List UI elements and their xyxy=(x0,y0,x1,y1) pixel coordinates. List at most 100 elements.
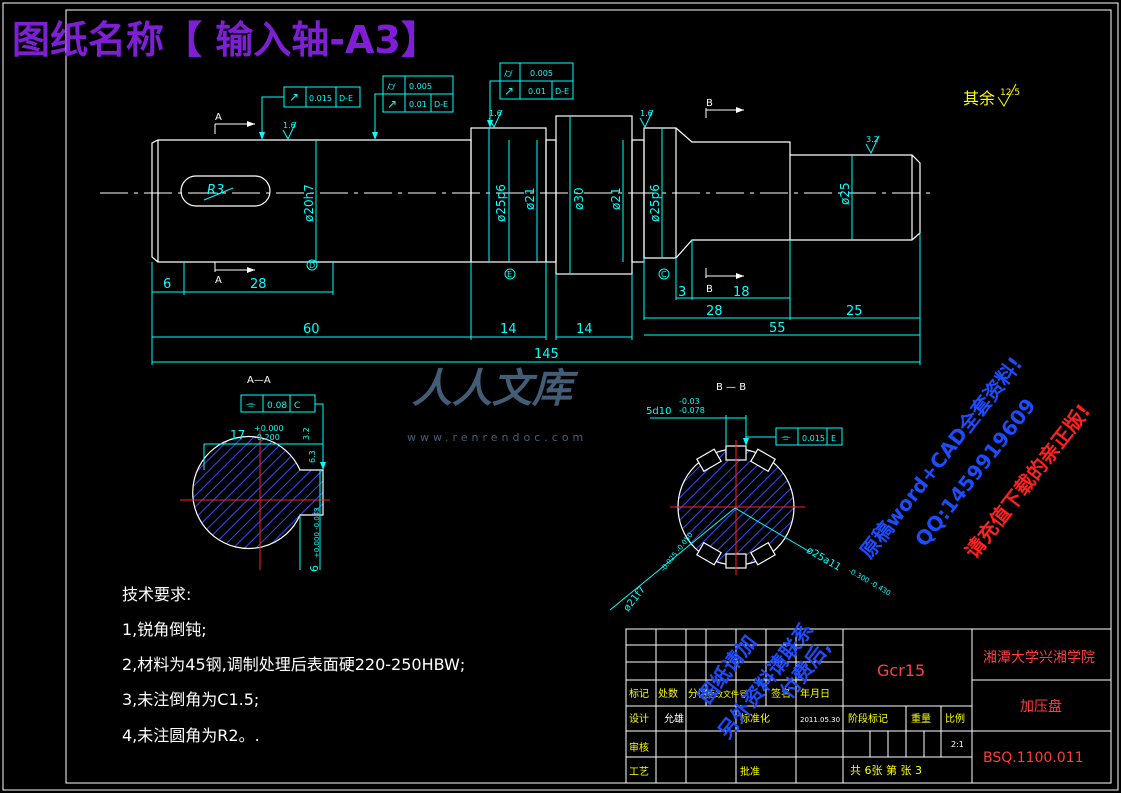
tb-label-count: 处数 xyxy=(658,687,678,700)
dim-d25: ø25 xyxy=(838,182,852,205)
tb-label-sign: 签名 xyxy=(771,687,791,700)
gdt-3-value: 0.01 xyxy=(409,100,427,109)
tb-std-label: 标准化 xyxy=(740,712,770,725)
section-mark-a-bottom: A xyxy=(215,275,222,286)
datum-label-c: C xyxy=(661,270,667,279)
tb-scale-label: 比例 xyxy=(945,712,965,725)
drawing-title: 图纸名称【 输入轴-A3】 xyxy=(12,18,439,62)
dim-28-left: 28 xyxy=(250,277,267,292)
dim-d21-right: ø21 xyxy=(609,187,623,210)
roughness-note-label: 其余 xyxy=(963,89,995,108)
section-mark-b-top: B xyxy=(706,98,713,109)
bb-gdt-symbol: ⌯ xyxy=(781,430,791,444)
tech-item-3: 3,未注倒角为C1.5; xyxy=(122,690,259,709)
section-markers xyxy=(214,107,744,279)
gdt-2-value: 0.005 xyxy=(409,82,432,91)
section-mark-b-bottom: B xyxy=(706,284,713,295)
dim-14-right: 14 xyxy=(576,322,593,337)
aa-dim-6: 6 xyxy=(308,565,321,572)
dim-d30: ø30 xyxy=(572,187,586,210)
datum-markers xyxy=(306,259,670,280)
watermark: 人人文库 www.renrendoc.com xyxy=(407,366,583,444)
tb-label-date: 年月日 xyxy=(800,687,830,700)
diameter-dim-lines xyxy=(315,116,853,274)
gdt-4-value: 0.005 xyxy=(530,69,553,78)
tb-approve-label: 批准 xyxy=(740,765,760,778)
roughness-2: 1.6 xyxy=(489,109,502,118)
datum-label-d: D xyxy=(309,261,315,270)
tech-item-2: 2,材料为45钢,调制处理后表面硬220-250HBW; xyxy=(122,655,465,674)
bb-spline-tol-upper: -0.03 xyxy=(679,397,700,406)
tb-drawing-no: BSQ.1100.011 xyxy=(983,750,1084,766)
tb-review-label: 审核 xyxy=(629,741,649,754)
bb-spline-tol-lower: -0.078 xyxy=(679,406,705,415)
aa-tol-lower: -0.200 xyxy=(254,433,280,442)
bb-spline-dim: 5d10 xyxy=(646,406,671,417)
aa-gdt-symbol: ⌯ xyxy=(246,397,256,411)
tb-material: Gcr15 xyxy=(877,661,925,680)
tb-scale-value: 2:1 xyxy=(951,740,964,749)
title-block-grid xyxy=(625,628,1112,784)
gdt-1-datum: D-E xyxy=(339,94,353,103)
dim-6: 6 xyxy=(163,277,171,292)
gdt-1-symbol: ↗ xyxy=(289,90,299,104)
aa-dim-6-tol: +0.000 -0.043 xyxy=(313,507,321,558)
gdt-2-symbol: ⌭ xyxy=(387,79,396,93)
section-mark-a-top: A xyxy=(215,112,222,123)
aa-dim-17: 17 xyxy=(230,428,245,442)
tech-item-1: 1,锐角倒钝; xyxy=(122,620,207,639)
section-aa-label: A—A xyxy=(247,375,271,386)
tb-school: 湘潭大学兴湘学院 xyxy=(983,649,1095,666)
tech-item-4: 4,未注圆角为R2。. xyxy=(122,726,260,745)
dim-145: 145 xyxy=(534,347,559,362)
aa-gdt-value: 0.08 xyxy=(267,401,287,411)
section-aa-dims xyxy=(203,394,326,570)
bb-gdt-datum: E xyxy=(831,434,836,443)
gdt-3-symbol: ↗ xyxy=(387,97,397,111)
tb-date: 2011.05.30 xyxy=(800,716,840,724)
gdt-1-value: 0.015 xyxy=(309,94,332,103)
dim-60: 60 xyxy=(303,322,320,337)
tb-weight-label: 重量 xyxy=(911,712,931,725)
roughness-note-symbol xyxy=(997,83,1017,107)
dim-d25p6-left: ø25p6 xyxy=(494,184,508,222)
tb-label-change: 更改文件号 xyxy=(707,689,747,699)
tb-design-label: 设计 xyxy=(629,712,649,725)
dim-d25p6-right: ø25p6 xyxy=(648,184,662,222)
datum-label-e: E xyxy=(507,270,512,279)
tech-requirements: 技术要求: 1,锐角倒钝; 2,材料为45钢,调制处理后表面硬220-250HB… xyxy=(122,585,465,745)
dim-25: 25 xyxy=(846,304,863,319)
aa-tol-upper: +0.000 xyxy=(254,424,284,433)
dim-d21-left: ø21 xyxy=(523,187,537,210)
dim-28-right: 28 xyxy=(706,304,723,319)
roughness-note-value: 12.5 xyxy=(1000,88,1020,98)
tb-part-name: 加压盘 xyxy=(1020,698,1062,715)
aa-roughness: 3.2 xyxy=(302,427,311,440)
gdt-frames-main xyxy=(259,62,574,140)
tb-sheets: 共 6张 第 张 3 xyxy=(850,763,922,777)
bb-major-tol: -0.300 -0.430 xyxy=(847,567,892,598)
gdt-3-datum: D-E xyxy=(434,100,448,109)
bb-gdt-value: 0.015 xyxy=(802,434,825,443)
roughness-1: 1.6 xyxy=(283,121,296,130)
bb-minor-tol: -0.025 -0.050 xyxy=(659,531,694,573)
dim-r3: R3 xyxy=(207,183,224,198)
aa-gdt-datum: C xyxy=(294,401,300,411)
dim-55: 55 xyxy=(769,321,786,336)
gdt-4-symbol: ⌭ xyxy=(504,66,513,80)
tb-process-label: 工艺 xyxy=(629,766,649,778)
bb-major-dia: ø25a11 xyxy=(805,545,843,573)
tb-designer: 允雄 xyxy=(664,712,684,725)
dim-3: 3 xyxy=(678,285,686,300)
tb-label-zone: 分区 xyxy=(688,688,708,700)
section-bb-label: B — B xyxy=(716,382,746,393)
section-aa-view xyxy=(180,430,330,570)
frame-border xyxy=(65,9,1112,784)
gdt-5-datum: D-E xyxy=(555,87,569,96)
gdt-5-value: 0.01 xyxy=(528,87,546,96)
watermark-logo: 人人文库 xyxy=(412,366,579,412)
tb-stage-label: 阶段标记 xyxy=(848,712,888,725)
bb-minor-dia: ø21f7 xyxy=(622,584,648,613)
